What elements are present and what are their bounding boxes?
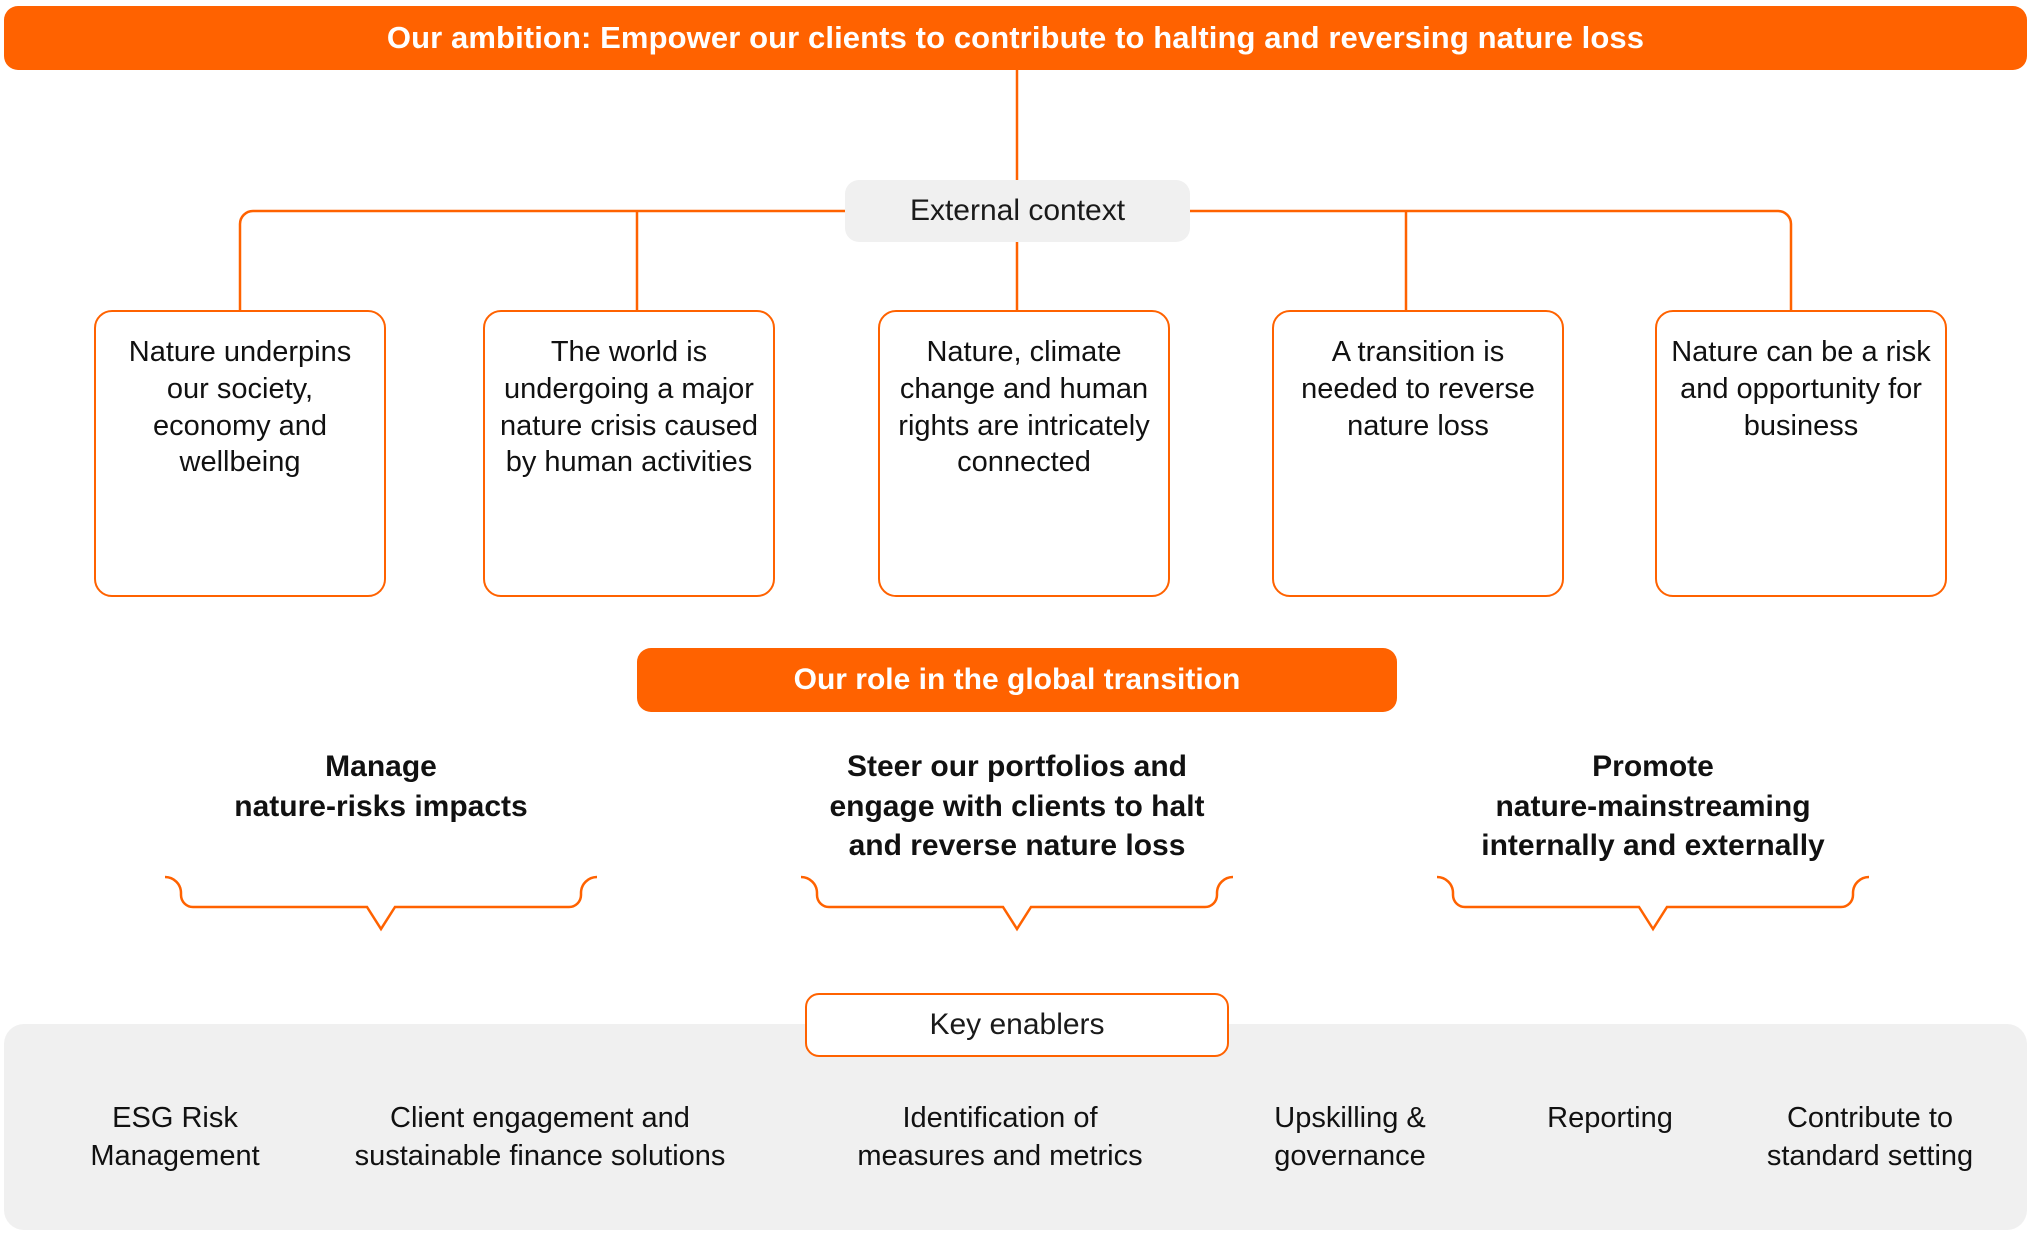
enabler-item-6: Contribute to standard setting [1766, 1102, 1974, 1172]
role-pillar-2-heading: Steer our portfolios and engage with cli… [829, 750, 1205, 863]
ambition-banner: Our ambition: Empower our clients to con… [4, 6, 2027, 70]
role-pillar-3-heading: Promote nature-mainstreaming internally … [1481, 750, 1825, 863]
context-box-2: The world is undergoing a major nature c… [483, 310, 775, 597]
enabler-item-1: ESG Risk Management [90, 1102, 260, 1172]
enabler-item-2: Client engagement and sustainable financ… [354, 1102, 726, 1172]
key-enablers-label: Key enablers [805, 993, 1229, 1057]
enabler-item-5: Reporting [1547, 1102, 1673, 1134]
role-pillar-1-heading: Manage nature-risks impacts [234, 750, 528, 823]
enabler-item-4: Upskilling & governance [1274, 1102, 1426, 1172]
context-box-4: A transition is needed to reverse nature… [1272, 310, 1564, 597]
context-box-3: Nature, climate change and human rights … [878, 310, 1170, 597]
role-banner: Our role in the global transition [637, 648, 1397, 712]
key-enablers-strip [4, 1024, 2027, 1230]
enabler-item-3: Identification of measures and metrics [857, 1102, 1143, 1172]
external-context-label: External context [845, 180, 1190, 242]
context-box-5: Nature can be a risk and opportunity for… [1655, 310, 1947, 597]
context-box-1: Nature underpins our society, economy an… [94, 310, 386, 597]
